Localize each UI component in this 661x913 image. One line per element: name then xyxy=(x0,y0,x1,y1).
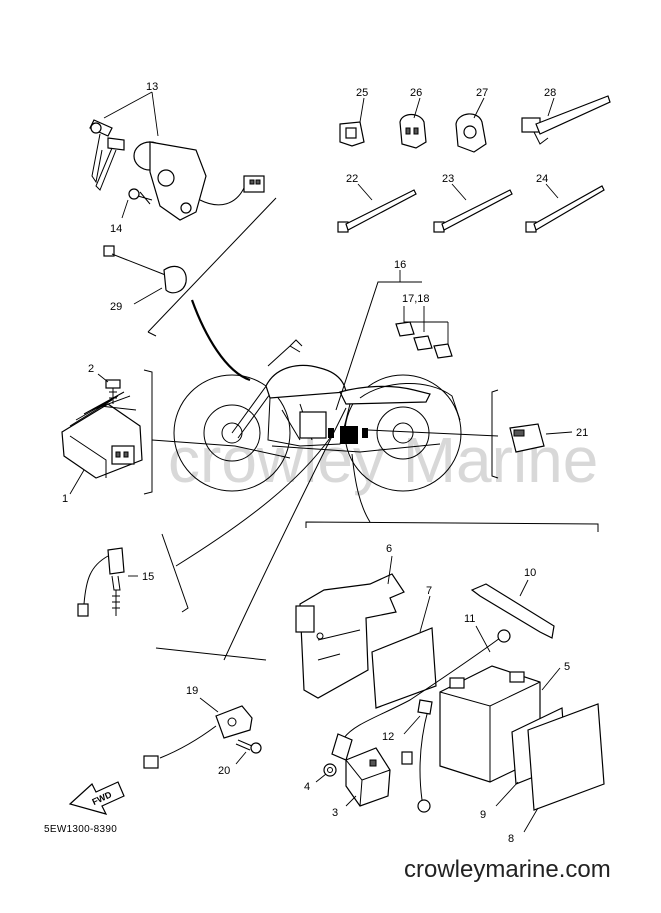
screw-14 xyxy=(128,188,153,205)
diagram-code: 5EW1300-8390 xyxy=(44,824,118,835)
motorcycle-outline xyxy=(173,339,462,492)
callout-3: 3 xyxy=(332,807,338,819)
clamp-27 xyxy=(455,113,487,153)
callout-23: 23 xyxy=(442,173,454,185)
battery-case-6 xyxy=(295,573,405,699)
callout-10: 10 xyxy=(524,567,536,579)
bracket-relay xyxy=(491,389,499,479)
main-switch-assembly xyxy=(89,119,265,221)
battery-band-10 xyxy=(470,583,555,639)
cable-tie-24 xyxy=(525,185,605,233)
callout-11: 11 xyxy=(464,613,475,625)
callout-16: 16 xyxy=(394,259,406,271)
battery-cable-11 xyxy=(331,629,511,761)
callout-7: 7 xyxy=(426,585,432,597)
callout-14: 14 xyxy=(110,223,122,235)
nut-4 xyxy=(323,763,337,777)
callout-28: 28 xyxy=(544,87,556,99)
callout-8: 8 xyxy=(508,833,514,845)
callout-1: 1 xyxy=(62,493,68,505)
callout-5: 5 xyxy=(564,661,570,673)
fuse-group xyxy=(395,321,453,359)
callout-17-18: 17,18 xyxy=(402,293,430,305)
callout-4: 4 xyxy=(304,781,310,793)
part-29 xyxy=(103,245,187,294)
bracket-sidestand xyxy=(155,647,267,661)
callout-24: 24 xyxy=(536,173,548,185)
battery-box-marker xyxy=(340,426,358,444)
cable-tie-23 xyxy=(433,189,513,233)
callout-22: 22 xyxy=(346,173,358,185)
neutral-switch xyxy=(77,547,125,617)
relay-21 xyxy=(509,423,545,453)
pad-7 xyxy=(371,627,437,709)
callout-2: 2 xyxy=(88,363,94,375)
cable-tie-22 xyxy=(337,189,417,233)
bolt-2 xyxy=(105,379,121,404)
callout-25: 25 xyxy=(356,87,368,99)
clamp-25 xyxy=(339,121,365,147)
clamp-28 xyxy=(521,95,611,145)
callout-29: 29 xyxy=(110,301,122,313)
screw-20 xyxy=(235,739,262,754)
callout-27: 27 xyxy=(476,87,488,99)
callout-26: 26 xyxy=(410,87,422,99)
callout-20: 20 xyxy=(218,765,230,777)
bracket-ignition xyxy=(147,197,277,333)
rectifier-regulator xyxy=(61,391,143,479)
callout-9: 9 xyxy=(480,809,486,821)
sidestand-switch-19 xyxy=(143,705,253,769)
negative-lead-12 xyxy=(401,699,433,813)
website-footer[interactable]: crowleymarine.com xyxy=(404,856,611,883)
callout-13: 13 xyxy=(146,81,158,93)
callout-21: 21 xyxy=(576,427,588,439)
callout-15: 15 xyxy=(142,571,154,583)
starter-relay-3 xyxy=(345,747,391,807)
forward-arrow-icon: FWD xyxy=(68,781,125,815)
callout-6: 6 xyxy=(386,543,392,555)
bracket-neutral xyxy=(161,533,189,613)
plate-8 xyxy=(527,703,605,811)
callout-19: 19 xyxy=(186,685,198,697)
clamp-26 xyxy=(399,113,427,149)
bracket-battery xyxy=(305,521,599,532)
bracket-rectifier xyxy=(143,369,153,495)
callout-12: 12 xyxy=(382,731,394,743)
